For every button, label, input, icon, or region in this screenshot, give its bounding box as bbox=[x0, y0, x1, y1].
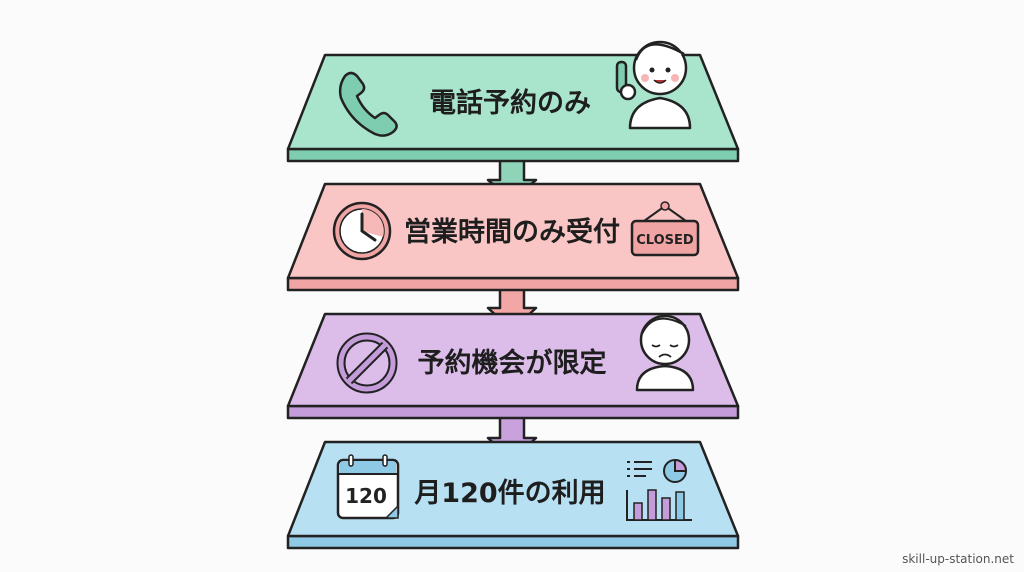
calendar-icon: 120 bbox=[336, 454, 400, 520]
prohibited-icon bbox=[336, 332, 398, 394]
closed-sign-text: CLOSED bbox=[636, 233, 694, 248]
step-4-layer: 120 月120件の利用 bbox=[286, 440, 740, 550]
step-2-layer: 営業時間のみ受付 CLOSED bbox=[286, 182, 740, 292]
clock-icon bbox=[332, 201, 392, 261]
phone-icon bbox=[338, 71, 398, 137]
step-4-label: 月120件の利用 bbox=[413, 478, 605, 509]
step-3-label: 予約機会が限定 bbox=[418, 347, 607, 379]
step-1-layer: 電話予約のみ bbox=[286, 40, 740, 163]
closed-sign: CLOSED bbox=[630, 201, 700, 257]
step-1-label: 電話予約のみ bbox=[429, 87, 591, 119]
chart-report-icon bbox=[626, 458, 692, 521]
step-2-label: 営業時間のみ受付 bbox=[404, 216, 620, 248]
watermark: skill-up-station.net bbox=[902, 552, 1014, 566]
smiling-person-on-phone bbox=[615, 40, 692, 130]
calendar-number: 120 bbox=[345, 484, 387, 508]
sad-person bbox=[635, 314, 695, 392]
step-3-layer: 予約機会が限定 bbox=[286, 312, 740, 420]
